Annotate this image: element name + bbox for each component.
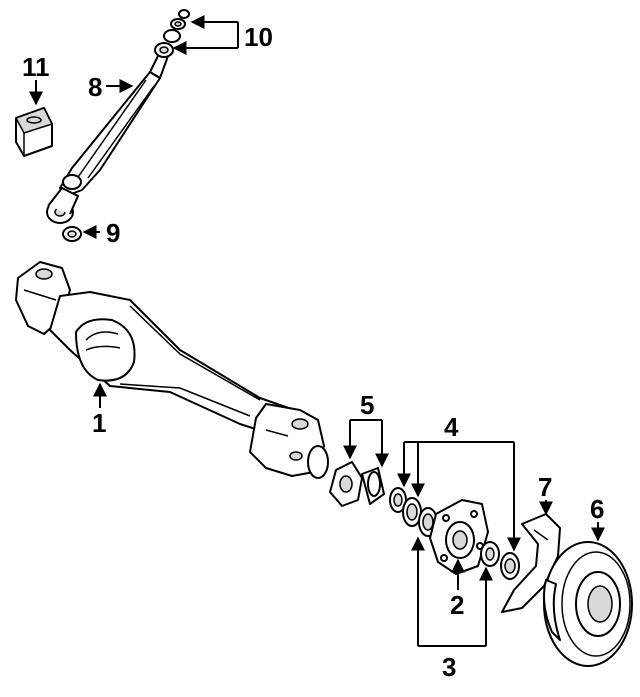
part-6-rotor xyxy=(543,541,633,667)
part-3-seal xyxy=(480,541,500,567)
callout-8: 8 xyxy=(88,72,102,102)
part-1-axle-housing xyxy=(15,261,329,479)
callout-5: 5 xyxy=(360,390,374,420)
part-7-splash-shield xyxy=(501,513,561,613)
callout-3: 3 xyxy=(442,652,456,682)
callout-2: 2 xyxy=(450,590,464,620)
part-11-bushing xyxy=(14,107,54,157)
callout-4: 4 xyxy=(444,412,459,442)
callout-6: 6 xyxy=(590,494,604,524)
part-8-track-bar xyxy=(46,51,169,224)
callout-1: 1 xyxy=(92,408,106,438)
part-10-bushings xyxy=(154,9,190,58)
part-5-spindle xyxy=(329,461,385,507)
part-2-hub xyxy=(429,499,489,575)
callout-7: 7 xyxy=(538,472,552,502)
leader-lines xyxy=(29,15,605,647)
callout-11: 11 xyxy=(22,52,50,82)
callout-9: 9 xyxy=(106,218,120,248)
callout-10: 10 xyxy=(244,22,273,52)
part-9-bushing xyxy=(62,226,82,242)
